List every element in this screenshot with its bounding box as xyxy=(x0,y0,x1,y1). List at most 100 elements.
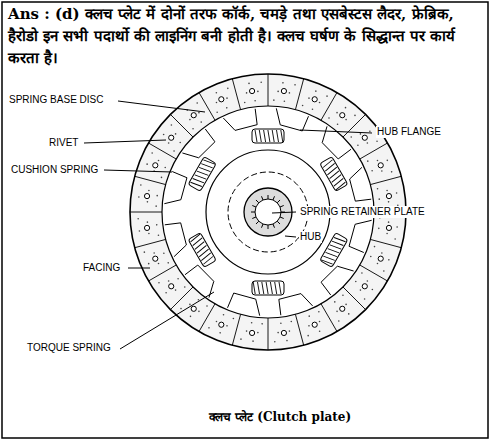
facing-texture xyxy=(184,286,186,288)
facing-segment xyxy=(370,176,401,184)
rivet xyxy=(144,193,149,198)
part-label: CUSHION SPRING xyxy=(10,164,99,176)
facing-texture xyxy=(377,263,379,265)
facing-texture xyxy=(140,184,142,186)
facing-segment xyxy=(232,314,240,345)
facing-texture xyxy=(158,282,160,284)
facing-texture xyxy=(246,330,248,332)
facing-texture xyxy=(161,177,163,179)
facing-texture xyxy=(371,170,373,172)
facing-texture xyxy=(282,82,284,84)
facing-texture xyxy=(345,107,347,109)
facing-texture xyxy=(312,108,314,110)
facing-texture xyxy=(196,102,198,104)
facing-texture xyxy=(273,99,275,101)
rivet xyxy=(153,256,158,261)
facing-texture xyxy=(355,281,357,283)
rivet xyxy=(312,97,317,102)
spring-retainer-plate xyxy=(228,172,308,252)
hub-spline xyxy=(268,195,269,199)
facing-texture xyxy=(148,263,150,265)
facing-texture xyxy=(147,221,149,223)
facing-texture xyxy=(151,152,153,154)
facing-texture xyxy=(168,142,170,144)
facing-texture xyxy=(381,170,383,172)
rivet xyxy=(169,135,174,140)
part-label: HUB xyxy=(299,231,322,243)
facing-texture xyxy=(240,338,242,340)
facing-texture xyxy=(180,308,182,310)
facing-texture xyxy=(216,111,218,113)
leader-line xyxy=(285,236,296,237)
part-label: SPRING RETAINER PLATE xyxy=(299,206,426,218)
facing-texture xyxy=(251,322,253,324)
facing-texture xyxy=(394,238,396,240)
facing-texture xyxy=(386,233,388,235)
facing-texture xyxy=(175,289,177,291)
facing-segment xyxy=(199,92,215,120)
facing-texture xyxy=(144,251,146,253)
facing-texture xyxy=(284,100,286,102)
facing-segment xyxy=(268,74,269,106)
facing-texture xyxy=(244,102,246,104)
hub-spline xyxy=(273,196,275,200)
facing-texture xyxy=(360,289,362,291)
facing-texture xyxy=(376,140,378,142)
facing-texture xyxy=(396,226,398,228)
torque-spring xyxy=(252,129,284,143)
facing-texture xyxy=(318,311,320,313)
hub-spline xyxy=(251,212,255,213)
rivet xyxy=(191,113,196,118)
answer-text: Ans : (d) क्लच प्लेट में दोनों तरफ कॉर्क… xyxy=(8,4,482,69)
torque-spring xyxy=(188,233,216,268)
hub-spline xyxy=(256,200,259,203)
hub-spline xyxy=(280,205,284,207)
facing-segment xyxy=(148,265,176,281)
facing-texture xyxy=(367,280,369,282)
rivet xyxy=(312,322,317,327)
facing-texture xyxy=(361,272,363,274)
leader-line xyxy=(120,292,214,349)
rivet xyxy=(340,113,345,118)
facing-texture xyxy=(189,304,191,306)
cushion-spring xyxy=(228,293,260,316)
facing-texture xyxy=(289,92,291,94)
rivet xyxy=(362,135,367,140)
facing-texture xyxy=(254,100,256,102)
hub-bore xyxy=(255,199,281,225)
facing-segment xyxy=(135,239,166,247)
facing-texture xyxy=(219,332,221,334)
rivet xyxy=(362,284,367,289)
facing-texture xyxy=(200,121,202,123)
leader-line xyxy=(272,212,296,213)
caption: क्लच प्लेट (Clutch plate) xyxy=(160,408,400,425)
leader-line xyxy=(84,140,166,143)
facing-texture xyxy=(367,160,369,162)
facing-texture xyxy=(289,330,291,332)
cushion-spring xyxy=(350,167,372,201)
facing-texture xyxy=(248,83,250,85)
facing-texture xyxy=(388,221,390,223)
facing-texture xyxy=(367,142,369,144)
rivet xyxy=(219,97,224,102)
facing-texture xyxy=(138,196,140,198)
facing-texture xyxy=(277,332,279,334)
hub-spline xyxy=(280,217,284,219)
facing-texture xyxy=(139,230,141,232)
part-label: TORQUE SPRING xyxy=(26,342,112,354)
facing-texture xyxy=(257,332,259,334)
facing-texture xyxy=(146,163,148,165)
facing-texture xyxy=(233,318,235,320)
facing-texture xyxy=(179,142,181,144)
facing-texture xyxy=(198,112,200,114)
facing-segment xyxy=(135,176,166,184)
facing-texture xyxy=(226,325,228,327)
facing-texture xyxy=(148,190,150,192)
facing-texture xyxy=(286,340,288,342)
rivet xyxy=(191,306,196,311)
facing-texture xyxy=(216,102,218,104)
facing-texture xyxy=(173,150,175,152)
rivet xyxy=(144,225,149,230)
facing-texture xyxy=(153,252,155,254)
facing-texture xyxy=(350,136,352,138)
